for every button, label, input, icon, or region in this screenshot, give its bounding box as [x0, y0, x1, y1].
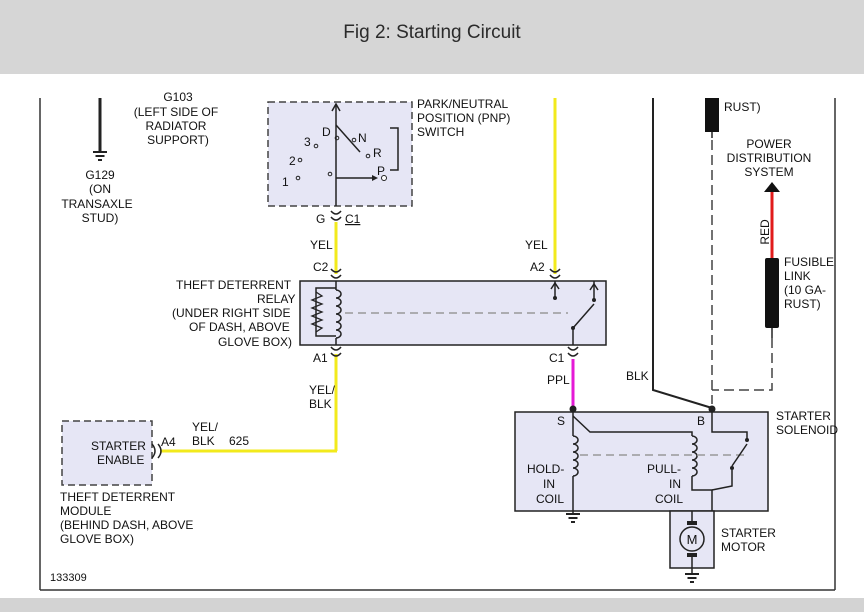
solenoid-name-1: STARTER	[776, 409, 831, 423]
hold-coil-3: COIL	[536, 492, 564, 506]
wire-yel-left: YEL	[310, 238, 333, 252]
pnp-switch: 3 D N R 2 1 P PARK/NEUTRAL POSITION (PNP…	[267, 97, 510, 226]
solenoid-name-2: SOLENOID	[776, 423, 838, 437]
pnp-pin-g: G	[316, 212, 325, 226]
module-pin-a4: A4	[161, 435, 176, 449]
power-top-label: RUST)	[724, 100, 761, 114]
fusible-link-2: LINK	[784, 269, 811, 283]
power-distribution: RUST) POWER DISTRIBUTION SYSTEM RED FUSI…	[626, 98, 834, 413]
yellow-wires: YEL YEL YEL/ BLK	[160, 98, 557, 453]
motor-name-2: MOTOR	[721, 540, 766, 554]
ground-top-location-3: SUPPORT)	[147, 133, 209, 147]
ground-top-location-1: (LEFT SIDE OF	[134, 105, 218, 119]
relay-pin-c2: C2	[313, 260, 329, 274]
starter-solenoid: S B STARTER SOLENOID HOLD- IN COIL PULL-…	[514, 409, 838, 523]
relay-pin-a2: A2	[530, 260, 545, 274]
module-name-3: (BEHIND DASH, ABOVE	[60, 518, 193, 532]
fusible-link-4: RUST)	[784, 297, 821, 311]
wire-ppl: PPL	[547, 373, 570, 387]
ground-location-2: TRANSAXLE	[61, 197, 132, 211]
power-name-2: DISTRIBUTION	[727, 151, 812, 165]
wire-yel-right: YEL	[525, 238, 548, 252]
ground-id: G129	[85, 168, 115, 182]
motor-name-1: STARTER	[721, 526, 776, 540]
relay-name-5: GLOVE BOX)	[218, 335, 292, 349]
pnp-position-1: 1	[282, 175, 289, 189]
relay-name-4: OF DASH, ABOVE	[189, 320, 290, 334]
wire-red: RED	[758, 219, 772, 245]
pnp-name-2: POSITION (PNP)	[417, 111, 510, 125]
power-name-3: SYSTEM	[744, 165, 793, 179]
module-circuit: 625	[229, 434, 249, 448]
figure-title: Fig 2: Starting Circuit	[343, 22, 521, 43]
relay-name-3: (UNDER RIGHT SIDE	[172, 306, 290, 320]
pnp-position-n: N	[358, 131, 367, 145]
relay-name-2: RELAY	[257, 292, 295, 306]
power-name-1: POWER	[746, 137, 792, 151]
pnp-position-p: P	[377, 164, 385, 178]
theft-deterrent-module: STARTER ENABLE A4 YEL/ BLK 625 THEFT DET…	[60, 420, 249, 546]
pull-coil-2: IN	[669, 477, 681, 491]
ground-g129: G103 (LEFT SIDE OF RADIATOR SUPPORT) G12…	[61, 90, 218, 225]
ground-location-1: (ON	[89, 182, 111, 196]
header-bar: Fig 2: Starting Circuit	[0, 0, 864, 74]
theft-deterrent-relay: THEFT DETERRENT RELAY (UNDER RIGHT SIDE …	[172, 260, 607, 365]
wire-blk: BLK	[626, 369, 649, 383]
relay-name-1: THEFT DETERRENT	[176, 278, 292, 292]
wire-yelblk-1: YEL/	[309, 383, 336, 397]
pull-coil-3: COIL	[655, 492, 683, 506]
pull-coil-1: PULL-	[647, 462, 681, 476]
solenoid-terminal-s: S	[557, 414, 565, 428]
pnp-connector-c1: C1	[345, 212, 361, 226]
relay-pin-c1: C1	[549, 351, 565, 365]
motor-symbol: M	[687, 532, 698, 547]
pnp-position-3: 3	[304, 135, 311, 149]
pnp-position-2: 2	[289, 154, 296, 168]
solenoid-terminal-b: B	[697, 414, 705, 428]
relay-pin-a1: A1	[313, 351, 328, 365]
module-wire-2: BLK	[192, 434, 215, 448]
starter-enable-2: ENABLE	[97, 453, 144, 467]
ppl-wire: PPL	[547, 359, 577, 413]
starter-motor: M STARTER MOTOR	[669, 510, 776, 583]
fusible-link-3: (10 GA-	[784, 283, 826, 297]
diagram-frame	[39, 98, 836, 591]
hold-coil-2: IN	[543, 477, 555, 491]
ground-top-location-2: RADIATOR	[146, 119, 207, 133]
wire-yelblk-2: BLK	[309, 397, 332, 411]
module-name-2: MODULE	[60, 504, 111, 518]
pnp-position-d: D	[322, 125, 331, 139]
module-name-4: GLOVE BOX)	[60, 532, 134, 546]
pnp-name-1: PARK/NEUTRAL	[417, 97, 508, 111]
module-name-1: THEFT DETERRENT	[60, 490, 176, 504]
pnp-name-3: SWITCH	[417, 125, 464, 139]
hold-coil-1: HOLD-	[527, 462, 564, 476]
ground-top-label: G103	[163, 90, 193, 104]
pnp-position-r: R	[373, 146, 382, 160]
footer-band	[0, 598, 864, 612]
ground-location-3: STUD)	[82, 211, 119, 225]
module-wire-1: YEL/	[192, 420, 219, 434]
starter-enable-1: STARTER	[91, 439, 146, 453]
diagram-id: 133309	[50, 572, 87, 584]
fusible-link-1: FUSIBLE	[784, 255, 834, 269]
